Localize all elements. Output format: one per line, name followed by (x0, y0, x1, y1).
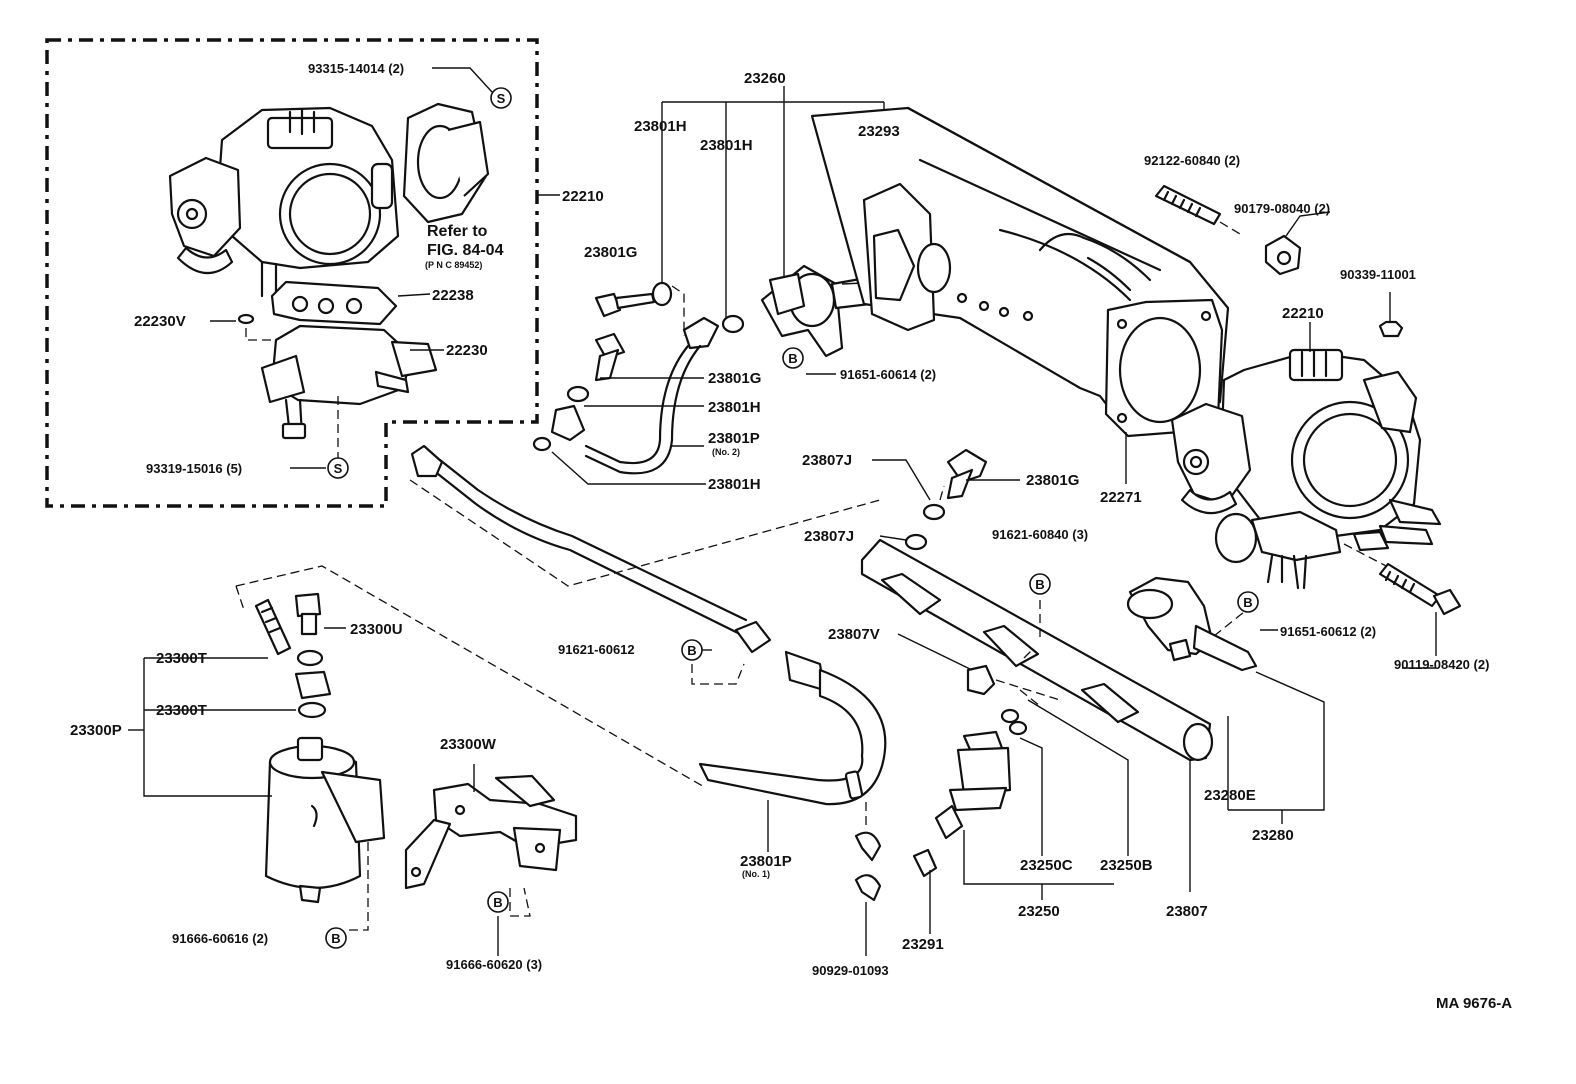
svg-text:B: B (331, 931, 340, 946)
svg-text:B: B (687, 643, 696, 658)
cap-90339 (1378, 320, 1404, 338)
label-23250: 23250 (1018, 903, 1060, 920)
label-23300u: 23300U (350, 621, 403, 638)
label-22230: 22230 (446, 342, 488, 359)
label-23300p: 23300P (70, 722, 122, 739)
label-23801g-a: 23801G (584, 244, 637, 261)
label-23260: 23260 (744, 70, 786, 87)
label-93319-15016: 93319-15016 (5) (146, 461, 242, 476)
label-23291: 23291 (902, 936, 944, 953)
label-93315-14014: 93315-14014 (2) (308, 61, 404, 76)
label-22210-right: 22210 (1282, 305, 1324, 322)
marker-s-upper: S (490, 87, 512, 109)
label-90339-11001: 90339-11001 (1340, 267, 1416, 282)
marker-s-lower: S (327, 457, 349, 479)
intake-gasket-upper (402, 102, 490, 224)
label-23801h-d: 23801H (708, 476, 761, 493)
label-91666-60620: 91666-60620 (3) (446, 957, 542, 972)
marker-b-23260: B (782, 347, 804, 369)
label-23801p-no2: 23801P (708, 430, 760, 447)
label-23300t-b: 23300T (156, 702, 207, 719)
nut-90179 (1264, 234, 1302, 276)
figure-id: MA 9676-A (1436, 995, 1512, 1012)
o-ring-23807j-upper (922, 503, 946, 521)
hose-clip-90929 (854, 874, 882, 902)
label-91621-60840: 91621-60840 (3) (992, 527, 1088, 542)
filter-bracket-23300w (404, 774, 578, 890)
pulsation-damper-23260 (760, 264, 872, 358)
svg-text:B: B (1243, 595, 1252, 610)
delivery-pipe-23807 (860, 538, 1214, 762)
label-pnc: (P N C 89452) (425, 260, 482, 270)
label-23801p-no1-note: (No. 1) (742, 869, 770, 879)
svg-text:S: S (497, 91, 506, 106)
throttle-body-gasket-22271 (1104, 298, 1224, 438)
label-90929-01093: 90929-01093 (812, 963, 889, 978)
stud-92122 (1154, 184, 1222, 226)
marker-b-filter: B (325, 927, 347, 949)
label-90119-08420: 90119-08420 (2) (1394, 657, 1489, 672)
bolt-90119 (1378, 562, 1462, 616)
pressure-regulator-23280 (1126, 576, 1258, 672)
label-22210-upper: 22210 (562, 188, 604, 205)
label-92122-60840: 92122-60840 (2) (1144, 153, 1240, 168)
union-bolt-23801g-middle (594, 332, 626, 382)
label-23801h-a: 23801H (634, 118, 687, 135)
label-22271: 22271 (1100, 489, 1142, 506)
label-23807v: 23807V (828, 626, 880, 643)
label-fig-ref: FIG. 84-04 (427, 242, 504, 259)
isc-valve-22230 (237, 313, 438, 440)
svg-text:S: S (334, 461, 343, 476)
svg-text:B: B (493, 895, 502, 910)
fuel-pipe-23801p-no2 (532, 316, 720, 475)
label-91651-60612: 91651-60612 (2) (1280, 624, 1376, 639)
marker-b-bracket: B (487, 891, 509, 913)
o-ring-23807j-lower (904, 533, 928, 551)
hose-clip-upper (854, 831, 882, 862)
union-bolt-23801g-upper (594, 281, 673, 318)
svg-text:B: B (1035, 577, 1044, 592)
label-91621-60612: 91621-60612 (558, 642, 635, 657)
label-23807j-a: 23807J (802, 452, 852, 469)
union-bolt-23801g-right (946, 448, 988, 500)
label-23801h-b: 23801H (700, 137, 753, 154)
marker-b-delivery: B (1029, 573, 1051, 595)
grommet-23807v (966, 664, 996, 696)
label-91666-60616: 91666-60616 (2) (172, 931, 268, 946)
marker-b-regulator: B (1237, 591, 1259, 613)
label-23801g-c: 23801G (1026, 472, 1079, 489)
label-23807j-b: 23807J (804, 528, 854, 545)
fuel-hose-23801p-no1 (410, 444, 887, 806)
svg-text:B: B (788, 351, 797, 366)
marker-b-hose: B (681, 639, 703, 661)
label-91651-60614: 91651-60614 (2) (840, 367, 936, 382)
assembly-boundary-box (45, 38, 539, 508)
label-refer-to: Refer to (427, 223, 488, 240)
fuel-filter-23300 (254, 592, 386, 904)
label-23807: 23807 (1166, 903, 1208, 920)
label-23250c: 23250C (1020, 857, 1073, 874)
label-23250b: 23250B (1100, 857, 1153, 874)
label-23801g-b: 23801G (708, 370, 761, 387)
label-23300w: 23300W (440, 736, 497, 753)
label-23300t-a: 23300T (156, 650, 207, 667)
label-23801p-no1: 23801P (740, 853, 792, 870)
throttle-body-right-22210 (1170, 348, 1442, 590)
fuel-injector-23250 (934, 708, 1028, 840)
label-23801h-c: 23801H (708, 399, 761, 416)
label-22230v: 22230V (134, 313, 186, 330)
label-22238: 22238 (432, 287, 474, 304)
label-23801p-no2-note: (No. 2) (712, 447, 740, 457)
label-23280e: 23280E (1204, 787, 1256, 804)
throttle-body-upper (168, 106, 400, 302)
label-23280: 23280 (1252, 827, 1294, 844)
gasket-22238 (270, 280, 398, 326)
label-90179-08040: 90179-08040 (2) (1234, 201, 1330, 216)
label-23293: 23293 (858, 123, 900, 140)
insulator-23291 (912, 848, 938, 878)
